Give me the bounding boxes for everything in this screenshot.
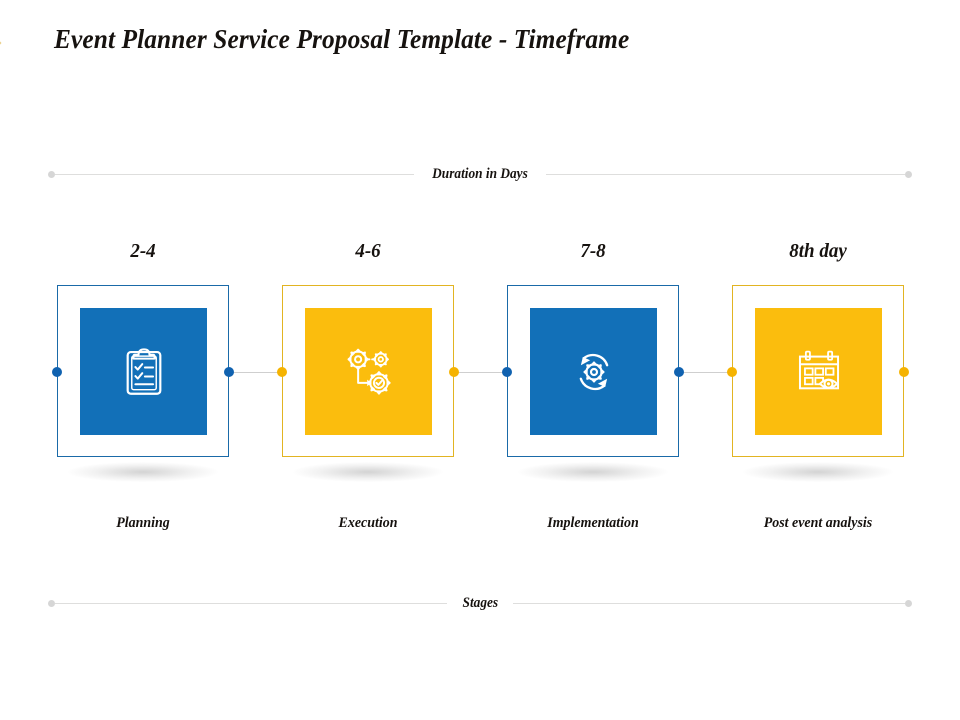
node-dot-2-right	[449, 367, 459, 377]
axis-rule-right	[545, 173, 906, 175]
stages-axis-band: Stages	[48, 594, 913, 611]
page-title: Event Planner Service Proposal Template …	[54, 24, 630, 54]
node-dot-3-right	[674, 367, 684, 377]
axis-dot-right	[905, 170, 913, 178]
card-shadow-4	[743, 462, 893, 482]
stage-icon-tile-4	[755, 308, 882, 435]
gears-workflow-icon	[347, 348, 391, 395]
axis-rule-left	[55, 173, 415, 175]
node-dot-4-right	[899, 367, 909, 377]
node-dot-1-left	[52, 367, 62, 377]
stage-name-4: Post event analysis	[763, 515, 873, 531]
duration-value-2: 4-6	[355, 240, 381, 262]
stage-icon-tile-2	[305, 308, 432, 435]
node-dot-4-left	[727, 367, 737, 377]
duration-value-4: 8th day	[789, 240, 847, 262]
calendar-eye-icon	[798, 350, 839, 389]
axis-dot-left	[48, 599, 55, 607]
stage-name-1: Planning	[116, 515, 170, 531]
node-dot-2-left	[277, 367, 287, 377]
stages-axis-label: Stages	[462, 594, 498, 611]
process-cycle-gear-icon	[579, 353, 608, 390]
stage-name-3: Implementation	[547, 515, 639, 531]
duration-value-3: 7-8	[580, 240, 606, 262]
stage-icon-tile-3	[530, 308, 657, 435]
stage-name-2: Execution	[338, 515, 398, 531]
axis-dot-right	[905, 599, 913, 607]
rail-3-4	[678, 371, 731, 373]
node-dot-1-right	[224, 367, 234, 377]
card-shadow-1	[68, 462, 218, 482]
duration-value-1: 2-4	[130, 240, 156, 262]
stage-card-post-event-analysis[interactable]	[732, 285, 904, 457]
axis-rule-left	[55, 602, 447, 604]
card-shadow-2	[293, 462, 443, 482]
stage-card-planning[interactable]	[57, 285, 229, 457]
axis-dot-left	[48, 170, 55, 178]
axis-rule-right	[513, 602, 906, 604]
duration-axis-label: Duration in Days	[432, 165, 528, 182]
rail-1-2	[228, 371, 281, 373]
duration-axis-band: Duration in Days	[48, 165, 913, 182]
rail-2-3	[453, 371, 506, 373]
stage-icon-tile-1	[80, 308, 207, 435]
node-dot-3-left	[502, 367, 512, 377]
card-shadow-3	[518, 462, 668, 482]
clipboard-checklist-icon	[126, 347, 161, 395]
stage-card-implementation[interactable]	[507, 285, 679, 457]
stage-card-execution[interactable]	[282, 285, 454, 457]
